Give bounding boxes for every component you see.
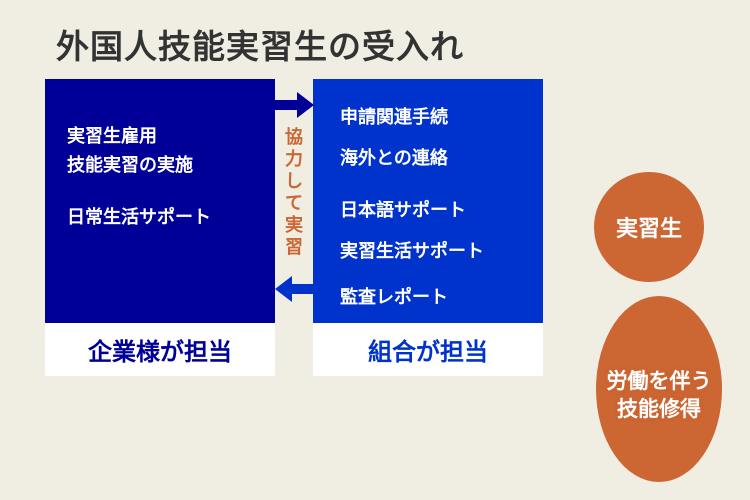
cooperation-char: 力 [285,149,303,170]
trainee-description-line: 労働を伴う [606,369,712,393]
cooperation-label: 協 力 し て 実 習 [281,127,307,259]
company-responsibilities-box: 実習生雇用 技能実習の実施 日常生活サポート [45,79,275,323]
union-item: 日本語サポート [340,200,466,221]
union-item: 監査レポート [340,287,448,308]
union-label: 組合が担当 [313,323,543,376]
trainee-label: 実習生 [615,217,682,242]
arrow-left-icon [275,276,314,302]
trainee-body-ellipse [596,296,722,482]
company-item: 技能実習の実施 [67,155,193,176]
trainee-description-line: 技能修得 [617,397,701,421]
union-responsibilities-box: 申請関連手続 海外との連絡 日本語サポート 実習生活サポート 監査レポート [313,79,543,323]
union-item: 海外との連絡 [340,148,448,169]
company-item: 実習生雇用 [67,126,157,147]
arrow-right-icon [275,92,314,118]
cooperation-char: て [285,193,303,214]
cooperation-char: 協 [285,127,303,148]
company-item: 日常生活サポート [67,207,211,228]
union-item: 申請関連手続 [340,107,448,128]
cooperation-char: 習 [285,237,303,258]
cooperation-char: 実 [285,215,303,236]
company-label: 企業様が担当 [45,323,275,376]
page-title: 外国人技能実習生の受入れ [56,27,464,66]
trainee-circle: 実習生 [594,172,704,282]
trainee-description: 労働を伴う 技能修得 [574,367,744,423]
cooperation-char: し [285,171,303,192]
union-item: 実習生活サポート [340,241,484,262]
